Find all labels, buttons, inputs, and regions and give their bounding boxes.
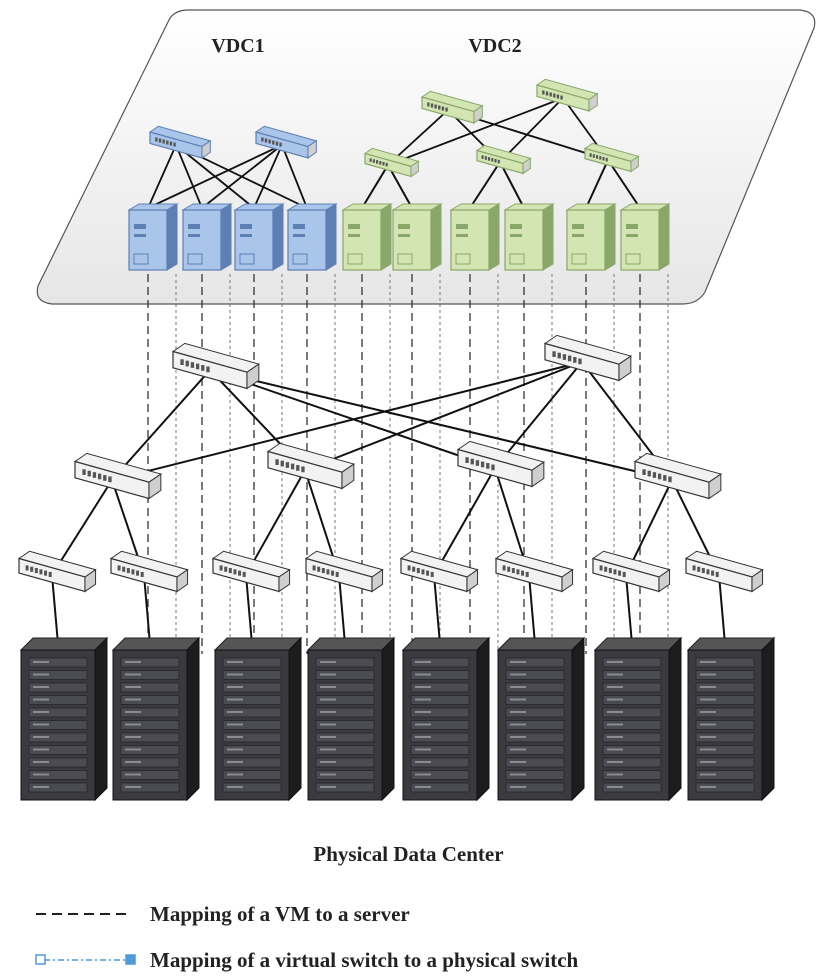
aggregation-switch bbox=[171, 342, 261, 390]
tor-switch bbox=[494, 550, 574, 593]
tor-switch bbox=[304, 550, 384, 593]
vdc2-vm bbox=[619, 203, 671, 271]
server-rack bbox=[686, 636, 776, 802]
aggregation-switch bbox=[543, 334, 633, 382]
vdc2-virtual-switch bbox=[583, 142, 640, 173]
vdc1-label: VDC1 bbox=[211, 35, 264, 57]
tor-switch bbox=[17, 550, 97, 593]
vdc2-label: VDC2 bbox=[468, 35, 521, 57]
legend-switch-mapping: Mapping of a virtual switch to a physica… bbox=[150, 948, 579, 972]
virtual-plane bbox=[36, 9, 816, 305]
server-rack bbox=[496, 636, 586, 802]
vdc2-virtual-switch bbox=[420, 90, 484, 124]
tor-switch bbox=[211, 550, 291, 593]
vdc2-vm bbox=[449, 203, 501, 271]
server-racks bbox=[19, 636, 776, 802]
vdc2-virtual-switch bbox=[535, 78, 599, 112]
vdc1-vm bbox=[286, 203, 338, 271]
core-switch bbox=[73, 452, 163, 500]
vdc2-virtual-switch bbox=[475, 144, 532, 175]
core-switch bbox=[456, 440, 546, 488]
server-rack bbox=[213, 636, 303, 802]
tor-switch bbox=[399, 550, 479, 593]
vdc2-vm bbox=[391, 203, 443, 271]
core-switch bbox=[266, 442, 356, 490]
vdc2-virtual-switch bbox=[363, 147, 420, 178]
switch-mapping-key bbox=[35, 954, 136, 965]
vdc1-virtual-switch bbox=[148, 125, 212, 159]
core-switch bbox=[633, 452, 723, 500]
vdc1-vm bbox=[233, 203, 285, 271]
virtual-switches bbox=[148, 78, 640, 178]
physical-dc-caption: Physical Data Center bbox=[313, 842, 504, 866]
vdc1-vm bbox=[127, 203, 179, 271]
vdc2-vm bbox=[565, 203, 617, 271]
vdc2-vm bbox=[503, 203, 555, 271]
vdc1-vm bbox=[181, 203, 233, 271]
vm-mapping-lines bbox=[147, 274, 669, 654]
server-rack bbox=[111, 636, 201, 802]
server-rack bbox=[306, 636, 396, 802]
physical-switches bbox=[17, 334, 764, 593]
server-rack bbox=[593, 636, 683, 802]
tor-switch bbox=[109, 550, 189, 593]
vdc1-virtual-switch bbox=[254, 125, 318, 159]
tor-switch bbox=[591, 550, 671, 593]
vdc2-vm bbox=[341, 203, 393, 271]
server-rack bbox=[19, 636, 109, 802]
virtual-machines bbox=[127, 203, 671, 271]
server-rack bbox=[401, 636, 491, 802]
legend-vm-mapping: Mapping of a VM to a server bbox=[150, 902, 410, 926]
tor-switch bbox=[684, 550, 764, 593]
